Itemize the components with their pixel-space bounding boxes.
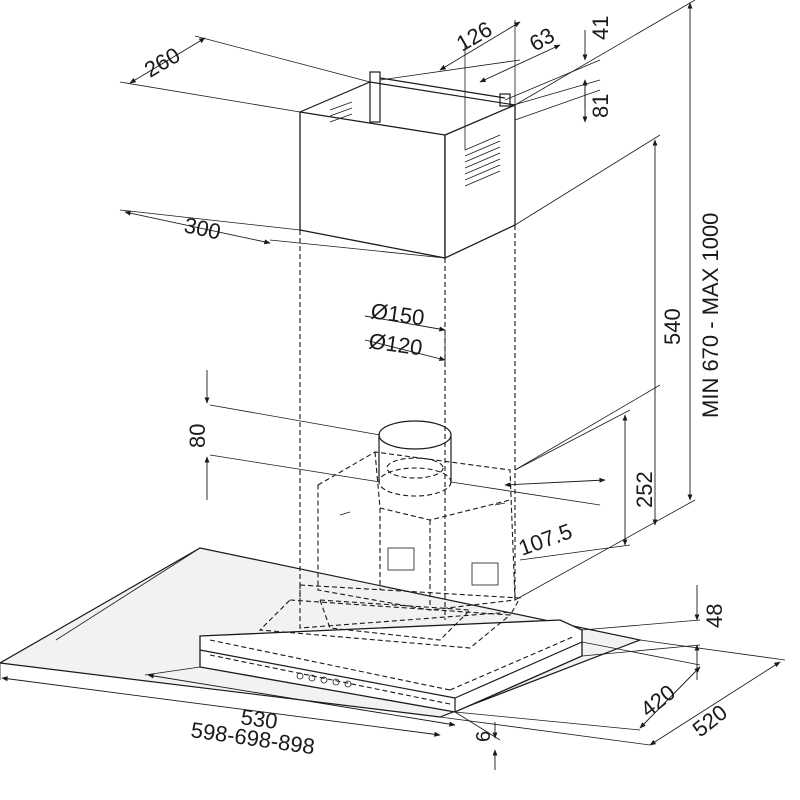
label-body-depth: 420 <box>636 680 680 722</box>
glass-canopy <box>0 547 643 718</box>
label-glass-thickness: 6 <box>473 731 495 742</box>
label-chimney-width: 300 <box>182 212 223 244</box>
vent-slots <box>329 101 501 187</box>
wall-bracket <box>369 71 511 123</box>
label-glass-height: 48 <box>702 604 727 628</box>
label-collar-height: 80 <box>185 424 210 448</box>
label-chimney-height: 540 <box>660 308 685 345</box>
label-offset-126: 126 <box>452 16 496 56</box>
label-offset-63: 63 <box>525 22 559 56</box>
label-bracket-81: 81 <box>588 94 613 118</box>
label-height-range: MIN 670 - MAX 1000 <box>698 213 723 418</box>
label-outlet-offset: 107.5 <box>515 518 575 560</box>
dimension-lines <box>0 0 786 770</box>
chimney <box>299 71 516 620</box>
duct-collar <box>378 420 452 497</box>
label-duct-inner: Ø120 <box>367 328 424 360</box>
label-body-width: 530 <box>239 704 279 734</box>
label-bracket-41: 41 <box>588 16 613 40</box>
label-motor-height: 252 <box>632 471 657 508</box>
label-duct-outer: Ø150 <box>369 298 426 330</box>
label-glass-depth: 520 <box>688 700 732 742</box>
label-chimney-depth: 260 <box>140 42 184 82</box>
hood-body-hidden-outline <box>258 584 521 649</box>
